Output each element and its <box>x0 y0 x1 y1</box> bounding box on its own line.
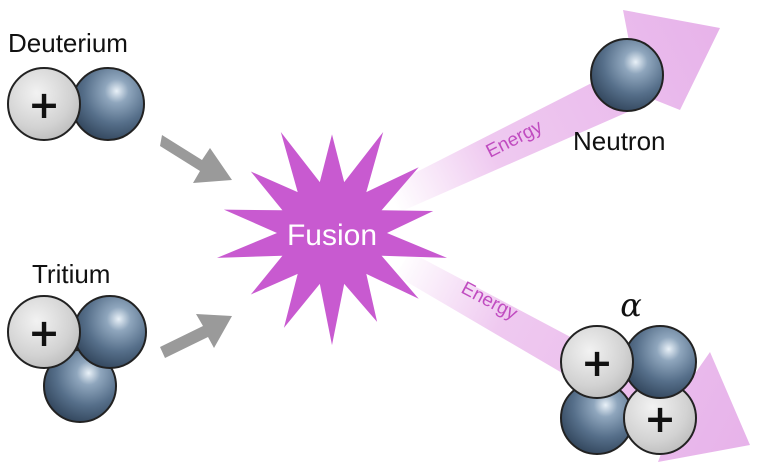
alpha-nucleus: + + <box>560 325 697 455</box>
tritium-nucleus: + <box>7 295 147 423</box>
deuterium-plus-sign: + <box>28 83 60 127</box>
alpha-plus-sign-top: + <box>581 341 613 385</box>
tritium-plus-sign: + <box>28 311 60 355</box>
alpha-neutron-top-right <box>623 325 697 399</box>
alpha-label: α <box>620 286 642 324</box>
neutron-label: Neutron <box>573 126 666 156</box>
tritium-label: Tritium <box>32 259 110 289</box>
deuterium-proton <box>7 67 81 141</box>
alpha-plus-sign-bottom: + <box>644 397 676 441</box>
energy-arrow-upper <box>385 10 720 212</box>
output-neutron <box>590 38 664 112</box>
fusion-burst <box>217 132 447 346</box>
deuterium-neutron <box>71 67 145 141</box>
tritium-proton <box>7 295 81 369</box>
deuterium-nucleus: + <box>7 67 145 141</box>
input-arrow-deuterium <box>160 135 232 183</box>
tritium-neutron-right <box>73 295 147 369</box>
input-arrow-tritium <box>160 314 232 358</box>
deuterium-label: Deuterium <box>8 28 128 58</box>
alpha-proton-top-left <box>560 325 634 399</box>
fusion-label: Fusion <box>287 219 377 252</box>
